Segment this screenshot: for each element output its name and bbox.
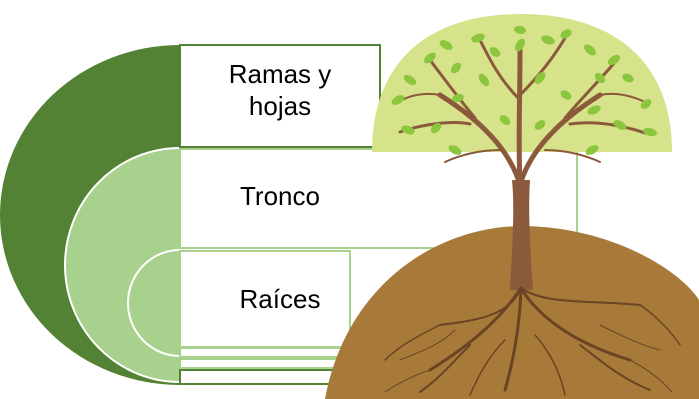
bottom-strip-1 bbox=[179, 347, 351, 358]
bottom-strip-2 bbox=[179, 358, 351, 369]
layer-label-branches-leaves-line1: Ramas y bbox=[228, 59, 332, 89]
tree-with-roots-icon bbox=[325, 14, 699, 399]
layer-label-trunk: Tronco bbox=[240, 181, 320, 211]
inner-arc bbox=[127, 248, 181, 358]
layer-label-branches-leaves: Ramas y hojas bbox=[182, 58, 378, 122]
layer-label-branches-leaves-line2: hojas bbox=[248, 91, 312, 121]
layer-label-roots: Raíces bbox=[239, 284, 321, 314]
layer-box-top bbox=[179, 44, 381, 148]
bottom-strip-3 bbox=[179, 369, 351, 385]
layer-box-bottom bbox=[179, 250, 351, 348]
